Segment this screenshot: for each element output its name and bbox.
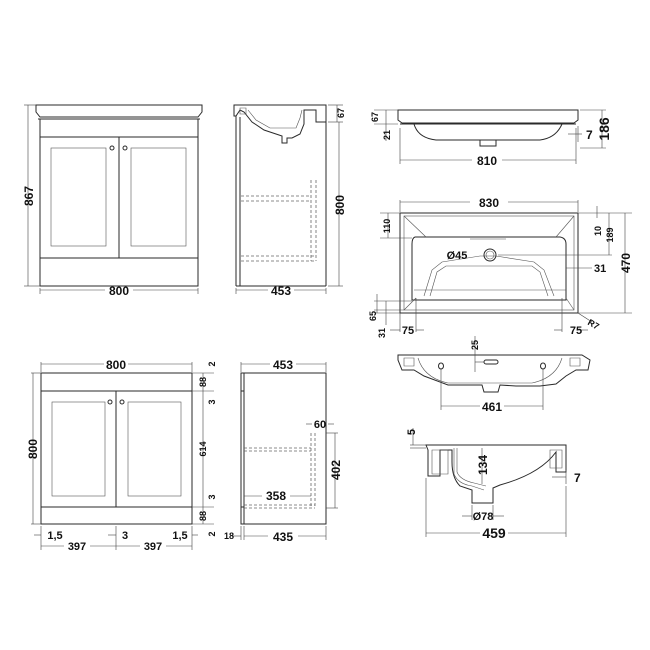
- basin-plan-corner-label: 65: [368, 311, 378, 321]
- tap-hole-label: Ø45: [447, 250, 468, 262]
- door-knob-icon: [122, 145, 128, 151]
- side-view-cabinet: 453 60 402 358 18 435: [224, 358, 343, 544]
- basin-front-overhang-label: 7: [586, 128, 593, 142]
- top-rail-label: 88: [198, 377, 208, 387]
- basin-front-rim-label: 21: [382, 130, 392, 140]
- tap-hole-icon: [483, 248, 497, 262]
- fixing-hole-icon: [438, 362, 444, 370]
- side-bottom-depth-label: 453: [273, 358, 293, 372]
- center-gap-label: 3: [122, 530, 128, 542]
- side-section-rim-label: 5: [406, 429, 418, 435]
- door-knob-icon: [107, 399, 113, 405]
- bottom-gap-label: 2: [207, 531, 217, 536]
- side-section-overhang-label: 7: [574, 471, 581, 485]
- plinth-label: 88: [198, 511, 208, 521]
- front-bottom-width-label: 800: [106, 358, 126, 372]
- basin-plan-right-inset-label: 75: [570, 325, 582, 337]
- side-height-label: 800: [333, 195, 347, 215]
- lower-gap-label: 3: [207, 494, 217, 499]
- shelf-inset-label: 60: [314, 419, 326, 431]
- side-section-depth-label: 459: [482, 525, 506, 541]
- basin-plan-tap-depth-label: 189: [605, 227, 615, 242]
- basin-plan-left-inset-label: 75: [402, 325, 414, 337]
- upper-gap-label: 3: [207, 399, 217, 404]
- basin-plan-right-top-label: 10: [593, 226, 603, 236]
- left-door-width-label: 397: [68, 541, 86, 553]
- basin-front-elevation: 67 21 810 7 186: [370, 109, 612, 168]
- front-width-label: 800: [109, 284, 129, 298]
- basin-plan-side-label: 31: [594, 263, 606, 275]
- fixing-hole-icon: [540, 362, 546, 370]
- door-height-label: 614: [198, 441, 208, 456]
- side-basin-top-label: 67: [336, 108, 346, 118]
- basin-plan-front-edge-label: 31: [377, 328, 387, 338]
- door-thickness-label: 18: [224, 531, 234, 541]
- shelf-height-label: 402: [329, 460, 343, 480]
- door-knob-icon: [109, 145, 115, 151]
- basin-front-top-label: 67: [370, 112, 380, 122]
- right-door-width-label: 397: [144, 541, 162, 553]
- overflow-height-label: 25: [470, 340, 480, 350]
- front-height-label: 867: [22, 186, 36, 206]
- basin-cross-section: 25 461: [397, 336, 591, 414]
- side-view-with-basin: 67 800 453: [233, 104, 347, 298]
- front-bottom-height-label: 800: [26, 439, 40, 459]
- top-gap-label: 2: [207, 361, 217, 366]
- shelf-depth-label: 358: [266, 489, 286, 503]
- bowl-depth-label: 134: [476, 455, 490, 475]
- basin-front-height-label: 186: [596, 117, 612, 141]
- basin-plan-depth-label: 470: [619, 253, 633, 273]
- basin-front-width-label: 810: [477, 154, 497, 168]
- side-depth-label: 453: [271, 284, 291, 298]
- front-view-cabinet: 800 800 2 88 3 614 3 88 2 1,5 3 1,5 397 …: [26, 358, 217, 553]
- basin-plan-back-label: 110: [382, 219, 392, 234]
- right-gap-label: 1,5: [172, 530, 187, 542]
- basin-plan-view: Ø45 830 110 10 189 31 470 65 31: [368, 196, 633, 338]
- basin-side-section: 5 134 7 Ø78 459: [406, 428, 581, 541]
- carcass-depth-label: 435: [273, 530, 293, 544]
- overflow-slot-icon: [483, 359, 499, 365]
- basin-plan-width-label: 830: [479, 196, 499, 210]
- fixing-distance-label: 461: [482, 400, 502, 414]
- left-gap-label: 1,5: [47, 530, 62, 542]
- front-view-with-basin: 800 867: [22, 104, 203, 298]
- door-knob-icon: [119, 399, 125, 405]
- waste-diameter-label: Ø78: [473, 511, 494, 523]
- basin-plan-radius-label: R7: [586, 317, 601, 331]
